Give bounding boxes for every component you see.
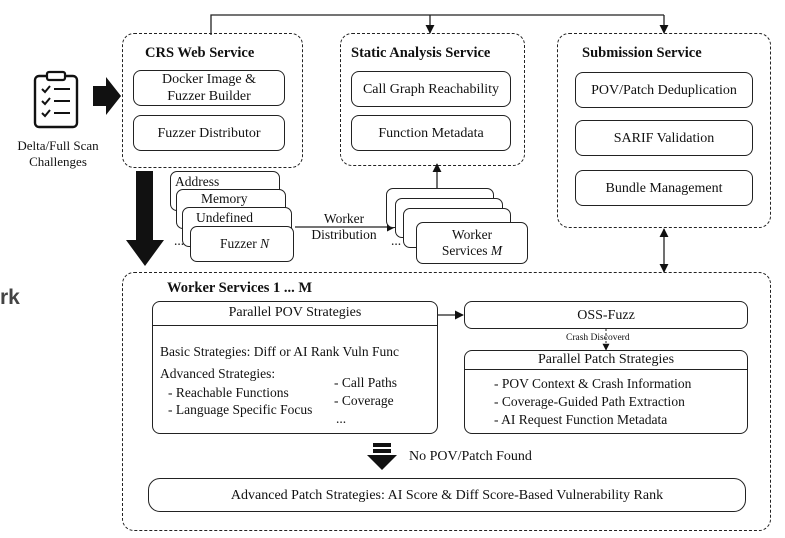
pov-strategies-panel	[152, 301, 438, 434]
worker-card-m: Worker Services M	[416, 222, 528, 264]
advanced-strategies: Advanced Strategies:	[160, 366, 276, 381]
fuzzer-card-n: Fuzzer N	[190, 226, 294, 262]
ossfuzz-box: OSS-Fuzz	[464, 301, 748, 329]
worker-card-line2-prefix: Services	[441, 243, 491, 258]
fuzzer-n-prefix: Fuzzer	[220, 236, 261, 251]
adv-item-language: - Language Specific Focus	[168, 402, 313, 417]
function-metadata-box: Function Metadata	[351, 115, 511, 151]
adv-item-callpaths: - Call Paths	[334, 375, 397, 390]
pov-title: Parallel POV Strategies	[228, 305, 362, 320]
fuzzer-ellipsis: ...	[174, 233, 185, 248]
edge-fragment-text: rk	[0, 286, 20, 309]
patch-title: Parallel Patch Strategies	[537, 352, 675, 367]
builder-line1: Docker Image &	[161, 72, 257, 87]
patch-divider	[464, 369, 748, 370]
static-analysis-panel	[340, 33, 525, 166]
distribution-line2: Distribution	[311, 227, 377, 242]
adv-item-reachable: - Reachable Functions	[168, 385, 289, 400]
adv-item-coverage: - Coverage	[334, 393, 394, 408]
top-feed-line	[210, 14, 664, 35]
worker-card-line2: Services M	[442, 243, 502, 259]
builder-line2: Fuzzer Builder	[167, 89, 251, 104]
advanced-patch-box: Advanced Patch Strategies: AI Score & Di…	[148, 478, 746, 512]
pov-divider	[152, 325, 438, 326]
fuzzer-n-label: Fuzzer N	[220, 236, 269, 252]
fuzzer-address-label: Address	[175, 174, 220, 189]
no-pov-patch-label: No POV/Patch Found	[409, 449, 532, 464]
fuzzer-n-var: N	[260, 236, 270, 251]
distribution-line1: Worker	[323, 211, 365, 226]
dedup-box: POV/Patch Deduplication	[575, 72, 753, 108]
worker-card-line1: Worker	[451, 227, 493, 242]
static-title: Static Analysis Service	[351, 45, 491, 61]
adv-item-more: ...	[336, 411, 347, 426]
worker-services-title: Worker Services 1 ... M	[167, 280, 313, 296]
worker-card-line2-var: M	[490, 243, 503, 258]
basic-strategies: Basic Strategies: Diff or AI Rank Vuln F…	[160, 344, 400, 359]
worker-distribution-label: Worker Distribution	[302, 211, 386, 243]
input-label: Delta/Full Scan Challenges	[14, 138, 102, 170]
input-label-line1: Delta/Full Scan	[17, 138, 99, 153]
patch-item-pov: - POV Context & Crash Information	[494, 376, 692, 391]
worker-services-panel	[122, 272, 771, 531]
clipboard-icon	[33, 70, 79, 129]
worker-ellipsis: ...	[391, 233, 402, 248]
input-block-arrow	[93, 77, 121, 115]
submission-service-panel	[557, 33, 771, 228]
patch-item-ai: - AI Request Function Metadata	[494, 412, 668, 427]
crs-title: CRS Web Service	[145, 45, 255, 61]
patch-strategies-panel	[464, 350, 748, 434]
patch-item-coverage: - Coverage-Guided Path Extraction	[494, 394, 685, 409]
crs-web-service-panel	[122, 33, 303, 168]
sarif-box: SARIF Validation	[575, 120, 753, 156]
fuzzer-distributor-box: Fuzzer Distributor	[133, 115, 285, 151]
bundle-box: Bundle Management	[575, 170, 753, 206]
crs-to-workers-block-arrow	[126, 171, 164, 266]
builder-box: Docker Image & Fuzzer Builder	[133, 70, 285, 106]
fallback-striped-arrow	[367, 443, 397, 470]
input-label-line2: Challenges	[29, 154, 87, 169]
submission-title: Submission Service	[582, 45, 702, 61]
fuzzer-undefined-label: Undefined	[196, 210, 253, 225]
fuzzer-memory-label: Memory	[201, 191, 248, 206]
call-graph-box: Call Graph Reachability	[351, 71, 511, 107]
crash-discovered-label: Crash Discoverd	[566, 333, 630, 343]
